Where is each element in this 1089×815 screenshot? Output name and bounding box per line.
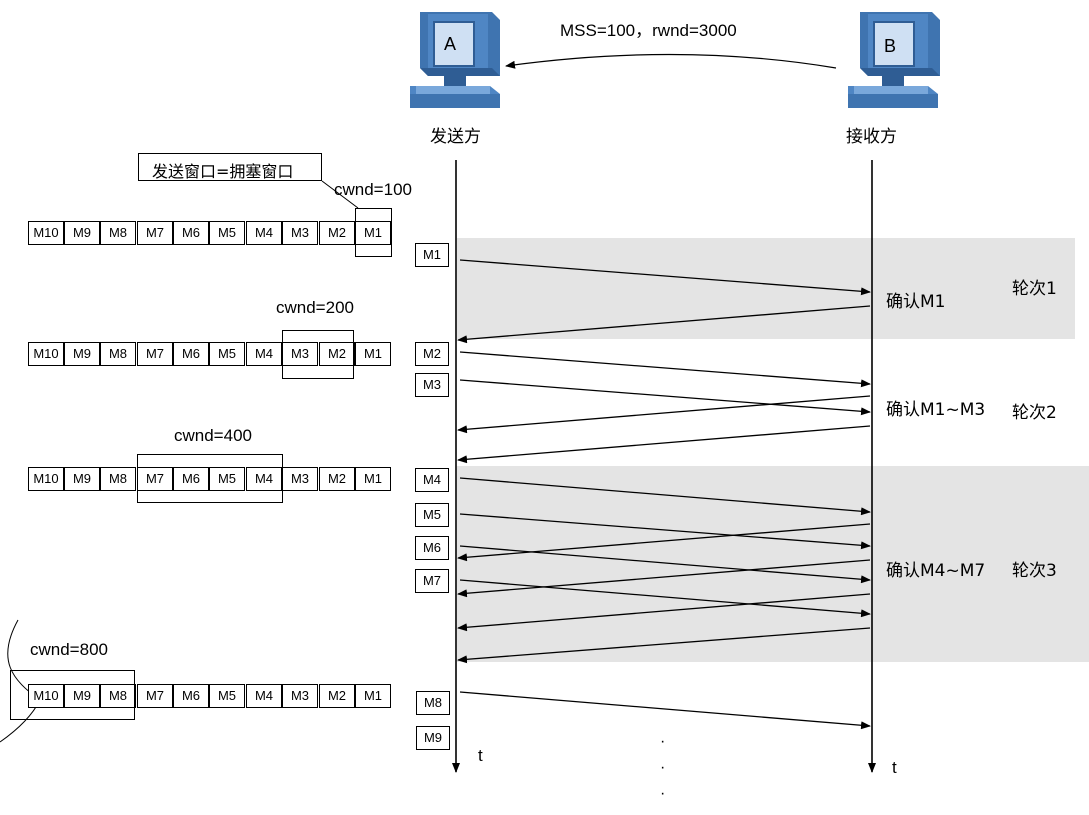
round-label-3: 轮次3: [1012, 561, 1057, 581]
time-label-receiver: t: [892, 758, 897, 777]
arrow-m3: [459, 379, 871, 416]
cwnd-window-1: [355, 208, 392, 257]
segment-cell: M10: [28, 684, 64, 708]
segment-cell: M9: [64, 684, 100, 708]
segment-cell: M1: [355, 342, 391, 366]
segment-cell: M6: [173, 342, 209, 366]
segment-row-3: M10 M9 M8 M7 M6 M5 M4 M3 M2 M1: [28, 467, 392, 491]
computer-b-icon: [848, 12, 940, 108]
segment-cell: M8: [100, 467, 136, 491]
segment-row-1: M10 M9 M8 M7 M6 M5 M4 M3 M2 M1: [28, 221, 392, 245]
callout-box: [138, 153, 322, 181]
round-label-1: 轮次1: [1012, 279, 1057, 299]
cwnd-window-3: [137, 454, 283, 503]
sent-segment-m3: M3: [415, 373, 449, 397]
segment-cell: M8: [100, 221, 136, 245]
arrow-m6: [459, 545, 871, 584]
segment-cell: M7: [137, 221, 173, 245]
segment-cell: M4: [246, 684, 282, 708]
segment-cell: M6: [173, 684, 209, 708]
receiver-label: 接收方: [846, 127, 897, 147]
sent-segment-m7: M7: [415, 569, 449, 593]
ack-label-2: 确认M1~M3: [886, 400, 986, 420]
computer-a-letter: A: [444, 34, 457, 54]
arrow-ack-m6: [457, 593, 871, 632]
round-1-band: [457, 238, 1075, 339]
segment-cell: M6: [173, 221, 209, 245]
sent-segment-m9: M9: [416, 726, 450, 750]
arrow-ack-m2: [457, 395, 871, 434]
ellipsis-dot: ·: [660, 733, 666, 750]
segment-cell: M4: [246, 467, 282, 491]
segment-cell: M9: [64, 342, 100, 366]
segment-cell: M8: [100, 684, 136, 708]
segment-cell: M4: [246, 221, 282, 245]
arrow-ack-m1: [457, 305, 871, 344]
sender-label: 发送方: [430, 127, 481, 147]
segment-row-4: M10 M9 M8 M7 M6 M5 M4 M3 M2 M1: [28, 684, 392, 708]
segment-cell: M2: [319, 221, 355, 245]
round-label-2: 轮次2: [1012, 403, 1057, 423]
rwnd-notify-arrow: [505, 53, 837, 69]
sent-segment-m4: M4: [415, 468, 449, 492]
segment-cell: M5: [209, 221, 245, 245]
segment-cell: M7: [137, 342, 173, 366]
segment-cell: M8: [100, 342, 136, 366]
segment-cell: M1: [355, 684, 391, 708]
segment-cell: M9: [64, 221, 100, 245]
ellipsis-dot: ·: [660, 785, 666, 802]
cwnd-label-1: cwnd=100: [334, 180, 412, 199]
arrow-m4: [459, 477, 871, 516]
arrow-m2: [459, 351, 871, 388]
segment-row-2: M10 M9 M8 M7 M6 M5 M4 M3 M2 M1: [28, 342, 392, 366]
arrow-ack-m4: [457, 523, 871, 562]
computer-a-icon: [410, 12, 500, 108]
mss-rwnd-label: MSS=100，rwnd=3000: [560, 21, 737, 40]
cwnd-window-4: [10, 670, 135, 720]
segment-cell: M3: [282, 684, 318, 708]
cwnd-label-2: cwnd=200: [276, 298, 354, 317]
segment-cell: M10: [28, 342, 64, 366]
arrow-m7: [459, 579, 871, 618]
ack-label-3: 确认M4~M7: [886, 561, 986, 581]
segment-cell: M2: [319, 342, 355, 366]
ack-label-1: 确认M1: [886, 292, 946, 312]
sent-segment-m5: M5: [415, 503, 449, 527]
segment-cell: M9: [64, 467, 100, 491]
arrow-m5: [459, 513, 871, 550]
cwnd-label-4: cwnd=800: [30, 640, 108, 659]
segment-cell: M7: [137, 684, 173, 708]
callout-text: 发送窗口=拥塞窗口: [152, 162, 294, 181]
sent-segment-m8: M8: [416, 691, 450, 715]
sent-segment-m2: M2: [415, 342, 449, 366]
segment-cell: M10: [28, 467, 64, 491]
arrow-ack-m3: [457, 425, 871, 464]
sent-segment-m6: M6: [415, 536, 449, 560]
segment-cell: M5: [209, 342, 245, 366]
ellipsis-dot: ·: [660, 759, 666, 776]
time-label-sender: t: [478, 746, 483, 765]
arrow-ack-m5: [457, 559, 871, 598]
arrow-m1: [459, 259, 871, 296]
sent-segment-m1: M1: [415, 243, 449, 267]
arrow-m8: [459, 691, 871, 730]
segment-cell: M6: [173, 467, 209, 491]
segment-cell: M2: [319, 467, 355, 491]
segment-cell: M3: [282, 467, 318, 491]
computer-b-letter: B: [884, 36, 897, 56]
round-3-band: [457, 466, 1089, 662]
cwnd-window-2: [282, 330, 354, 379]
segment-cell: M5: [209, 684, 245, 708]
segment-cell: M10: [28, 221, 64, 245]
callout-connector: [321, 180, 359, 209]
segment-cell: M5: [209, 467, 245, 491]
segment-cell: M4: [246, 342, 282, 366]
segment-cell: M3: [282, 221, 318, 245]
cwnd-label-3: cwnd=400: [174, 426, 252, 445]
segment-cell: M2: [319, 684, 355, 708]
segment-cell: M1: [355, 221, 391, 245]
arrow-ack-m7: [457, 627, 871, 664]
segment-cell: M1: [355, 467, 391, 491]
